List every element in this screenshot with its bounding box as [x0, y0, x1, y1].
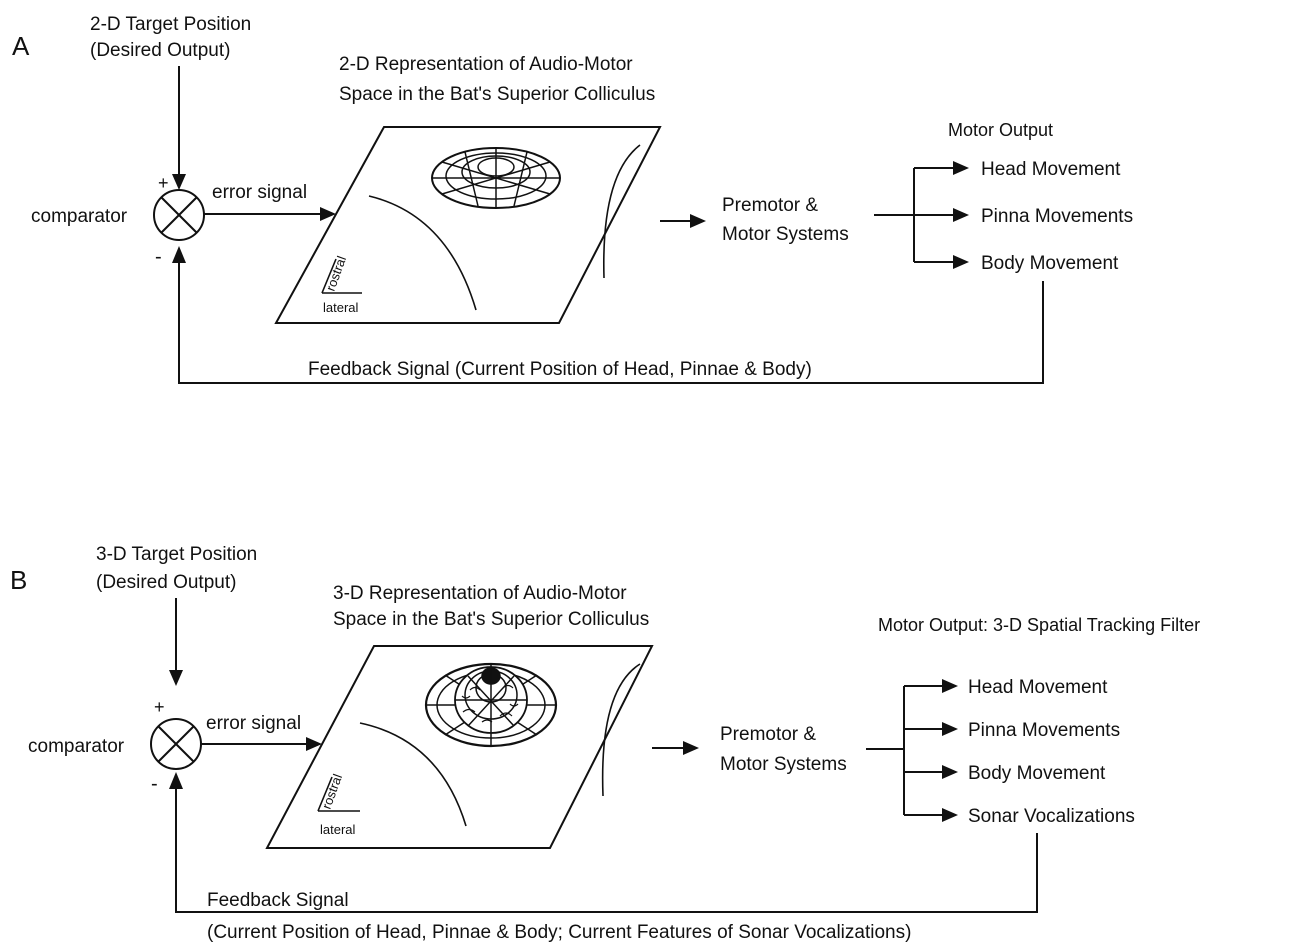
panel-b-rostral-label: rostral	[319, 772, 345, 811]
panel-a-plus: +	[158, 173, 169, 193]
panel-a-error-arrowhead	[320, 207, 336, 221]
panel-b-spatial-grid	[424, 662, 558, 748]
panel-b-map-to-premotor-arrowhead	[683, 741, 699, 755]
panel-a-comparator	[153, 189, 205, 241]
panel-b-output-head: Head Movement	[968, 677, 1108, 698]
panel-b-feedback-line	[175, 786, 1038, 913]
panel-b-output-body: Body Movement	[968, 763, 1106, 784]
panel-a-rep-line2: Space in the Bat's Superior Colliculus	[339, 84, 655, 105]
panel-a-map-to-premotor-arrowhead	[690, 214, 706, 228]
panel-b-target-line2: (Desired Output)	[96, 572, 236, 593]
panel-a-letter: A	[12, 31, 30, 61]
panel-a-minus: -	[155, 246, 162, 268]
panel-a-rostral-axis	[321, 258, 337, 294]
panel-b-error-arrowhead	[306, 737, 322, 751]
panel-a-target-line2: (Desired Output)	[90, 40, 230, 61]
panel-a-output-head: Head Movement	[981, 159, 1121, 180]
panel-a-colliculus-map	[274, 126, 662, 324]
panel-b-map-curve-left	[359, 722, 467, 827]
panel-b-feedback-label-line1: Feedback Signal	[207, 890, 349, 911]
panel-a-output-pinna: Pinna Movements	[981, 206, 1133, 227]
panel-a-rep-line1: 2-D Representation of Audio-Motor	[339, 54, 633, 75]
panel-a-target-line1: 2-D Target Position	[90, 14, 251, 35]
panel-b-output-branches	[866, 679, 958, 822]
panel-b-letter: B	[10, 565, 27, 595]
panel-b: B 3-D Target Position (Desired Output) +…	[10, 544, 1200, 943]
panel-a-spatial-grid	[431, 147, 561, 209]
panel-b-colliculus-map	[265, 645, 654, 849]
panel-b-premotor-line1: Premotor &	[720, 724, 816, 745]
panel-a-feedback-label: Feedback Signal (Current Position of Hea…	[308, 359, 812, 380]
panel-a-map-curve-left	[368, 195, 477, 311]
panel-a-motor-output-title: Motor Output	[948, 120, 1053, 140]
panel-b-rostral-axis	[317, 776, 333, 812]
panel-a-comparator-label: comparator	[31, 206, 128, 227]
panel-b-motor-output-title: Motor Output: 3-D Spatial Tracking Filte…	[878, 615, 1200, 635]
panel-b-target-line1: 3-D Target Position	[96, 544, 257, 565]
panel-a-feedback-line	[178, 260, 1044, 384]
panel-a-output-body: Body Movement	[981, 253, 1119, 274]
panel-a-feedback-arrowhead	[172, 246, 186, 263]
panel-b-target-arrowhead	[169, 670, 183, 686]
panel-a-error-signal-label: error signal	[212, 182, 307, 203]
panel-b-output-sonar: Sonar Vocalizations	[968, 806, 1135, 827]
panel-b-minus: -	[151, 773, 158, 795]
panel-b-comparator	[150, 718, 202, 770]
panel-a: A 2-D Target Position (Desired Output) +…	[12, 14, 1133, 384]
panel-b-output-pinna: Pinna Movements	[968, 720, 1120, 741]
panel-a-rostral-label: rostral	[323, 254, 349, 293]
panel-a-target-arrowhead	[172, 174, 186, 190]
panel-a-premotor-line1: Premotor &	[722, 195, 818, 216]
panel-b-premotor-line2: Motor Systems	[720, 754, 847, 775]
panel-b-lateral-label: lateral	[320, 822, 356, 837]
panel-b-feedback-label-line2: (Current Position of Head, Pinnae & Body…	[207, 922, 911, 943]
panel-b-rep-line1: 3-D Representation of Audio-Motor	[333, 583, 627, 604]
panel-a-premotor-line2: Motor Systems	[722, 224, 849, 245]
panel-b-error-signal-label: error signal	[206, 713, 301, 734]
panel-a-output-branches	[874, 161, 969, 269]
panel-b-feedback-arrowhead	[169, 772, 183, 789]
panel-a-map-curve-right	[602, 144, 641, 279]
panel-b-plus: +	[154, 697, 165, 717]
panel-b-rep-line2: Space in the Bat's Superior Colliculus	[333, 609, 649, 630]
panel-a-lateral-label: lateral	[323, 300, 359, 315]
panel-b-map-curve-right	[601, 663, 641, 797]
panel-b-comparator-label: comparator	[28, 736, 125, 757]
